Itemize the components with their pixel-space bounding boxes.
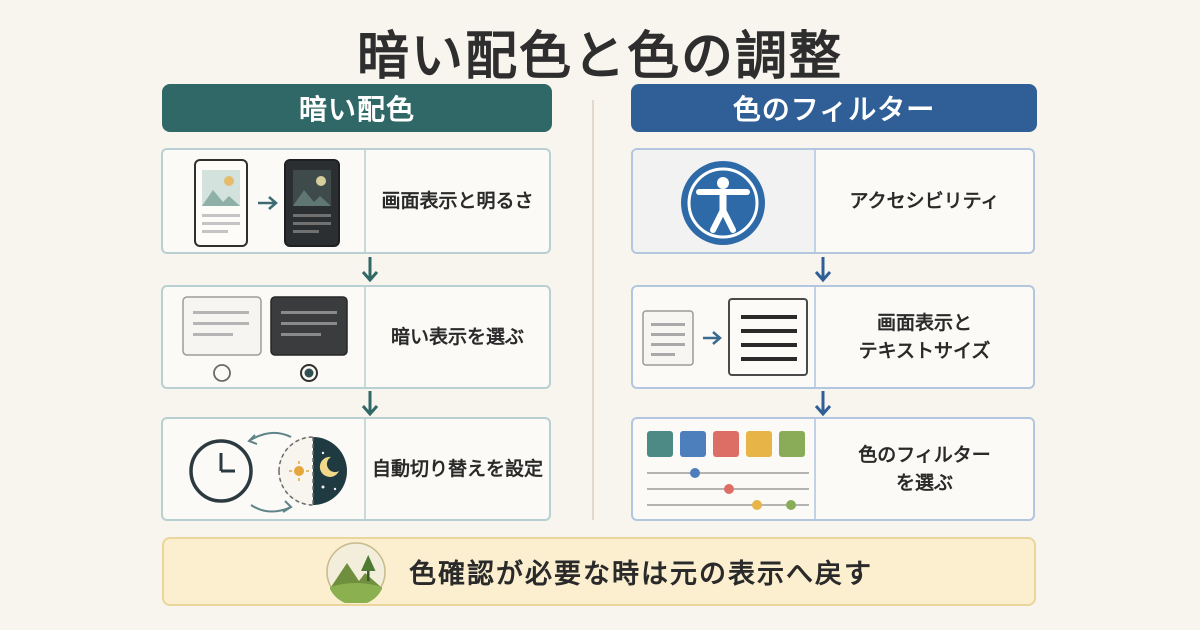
step-label: 自動切り替えを設定 <box>372 457 544 480</box>
dark-step-auto-switch: 自動切り替えを設定 <box>161 417 551 521</box>
color-swatch <box>647 431 673 457</box>
step-label: アクセシビリティ <box>849 189 1000 212</box>
color-swatches-icon <box>647 431 809 510</box>
label-line: テキストサイズ <box>858 340 991 362</box>
step-label: 画面表示と明るさ <box>381 189 534 212</box>
color-filter-header: 色のフィルター <box>631 84 1037 132</box>
label-line: 色のフィルター <box>858 443 991 466</box>
arrow-down-icon <box>361 257 379 283</box>
light-to-dark-phone-icon <box>194 159 340 247</box>
label-line: 画面表示と <box>876 311 972 334</box>
color-filter-illustration <box>633 419 816 519</box>
auto-switch-illustration <box>163 419 366 519</box>
dark-step-choose-dark: 暗い表示を選ぶ <box>161 285 551 389</box>
color-swatch <box>779 431 805 457</box>
step-label: 色のフィルター を選ぶ <box>816 419 1033 519</box>
arrow-down-icon <box>814 257 832 283</box>
moon-icon <box>319 456 339 477</box>
text-size-icon <box>642 298 808 376</box>
phone-mode-illustration <box>163 150 366 252</box>
column-divider <box>592 100 594 520</box>
filter-step-choose-filter: 色のフィルター を選ぶ <box>631 417 1035 521</box>
color-swatch <box>746 431 772 457</box>
clock-day-night-icon <box>189 431 347 513</box>
arrow-down-icon <box>814 391 832 417</box>
dark-step-display-brightness: 画面表示と明るさ <box>161 148 551 254</box>
appearance-choice-illustration <box>163 287 366 387</box>
sun-icon <box>294 466 304 476</box>
dark-scheme-header: 暗い配色 <box>162 84 552 132</box>
filter-step-accessibility: アクセシビリティ <box>631 148 1035 254</box>
landscape-icon <box>326 541 386 603</box>
accessibility-illustration <box>633 150 816 252</box>
step-label: 暗い表示を選ぶ <box>390 325 524 348</box>
label-line: を選ぶ <box>895 472 953 494</box>
bottom-note-text: 色確認が必要な時は元の表示へ戻す <box>409 559 873 590</box>
page-title: 暗い配色と色の調整 <box>356 27 843 87</box>
bottom-note: 色確認が必要な時は元の表示へ戻す <box>162 537 1036 606</box>
step-label: 画面表示と テキストサイズ <box>816 287 1033 387</box>
color-swatch <box>680 431 706 457</box>
light-dark-choice-icon <box>182 296 348 382</box>
filter-step-display-text-size: 画面表示と テキストサイズ <box>631 285 1035 389</box>
arrow-down-icon <box>361 391 379 417</box>
accessibility-icon <box>681 161 765 245</box>
color-swatch <box>713 431 739 457</box>
text-size-illustration <box>633 287 816 387</box>
